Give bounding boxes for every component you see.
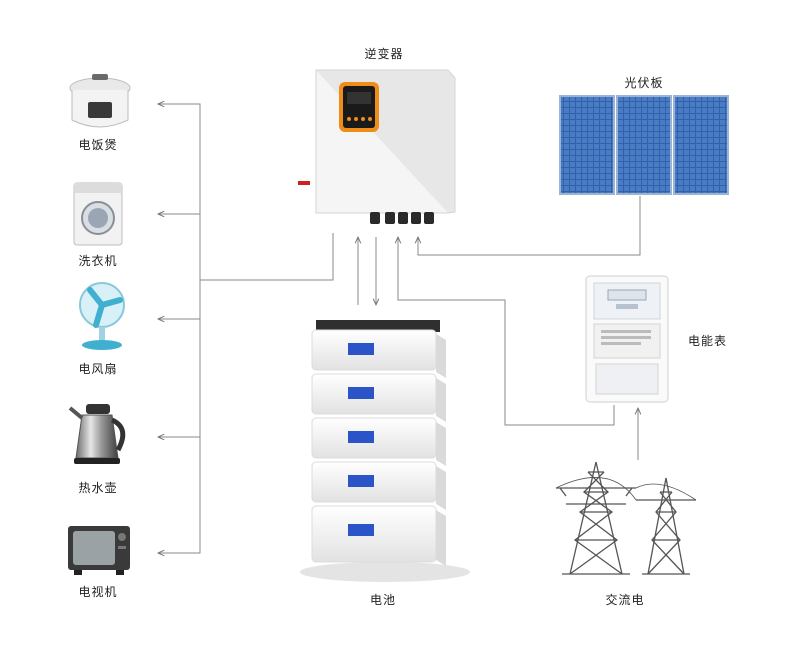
- tv-icon: [68, 526, 130, 575]
- tv-label: 电视机: [78, 585, 118, 599]
- pv-label: 光伏板: [624, 76, 664, 90]
- fan-label: 电风扇: [78, 362, 118, 376]
- inverter-switch: [298, 181, 310, 185]
- grid-label: 交流电: [605, 593, 645, 607]
- washer-icon: [73, 182, 123, 246]
- fan-icon: [79, 282, 125, 350]
- kettle-icon: [68, 404, 126, 464]
- battery-module-1: [311, 329, 446, 378]
- battery-module-3: [311, 417, 446, 466]
- line-to-rice-cooker: [158, 104, 334, 281]
- electric-meter: [585, 275, 669, 403]
- line-pv-to-inverter: [418, 196, 641, 256]
- battery-module-5: [311, 505, 446, 566]
- battery-module-4: [311, 461, 446, 510]
- connection-lines: [158, 104, 640, 553]
- battery-label: 电池: [369, 593, 397, 607]
- inverter-ports: [370, 212, 434, 224]
- battery-module-2: [311, 373, 446, 422]
- line-bus-vertical: [158, 280, 201, 554]
- grid-towers: [555, 461, 697, 575]
- inverter-label: 逆变器: [364, 47, 404, 61]
- pv-panels: [559, 95, 729, 195]
- meter-label: 电能表: [688, 334, 728, 348]
- battery-stack: [300, 320, 470, 582]
- kettle-label: 热水壶: [78, 481, 118, 495]
- rice-cooker-label: 电饭煲: [78, 138, 118, 152]
- line-meter-to-inverter: [398, 237, 615, 426]
- washer-label: 洗衣机: [78, 254, 118, 268]
- inverter-unit: [298, 69, 456, 224]
- rice-cooker-icon: [69, 74, 131, 128]
